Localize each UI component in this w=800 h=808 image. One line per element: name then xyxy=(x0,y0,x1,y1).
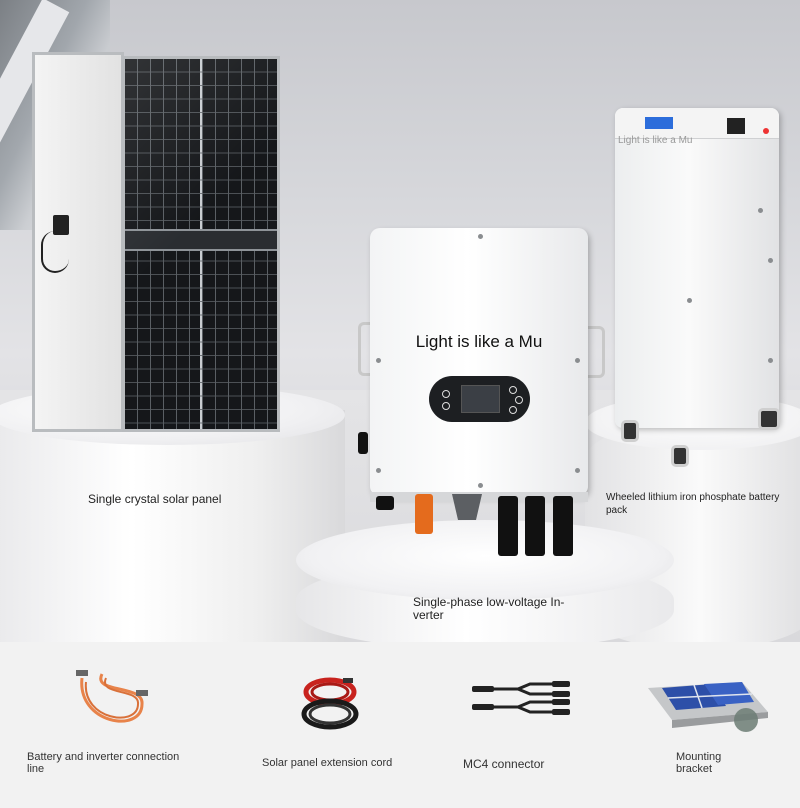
battery-wheel xyxy=(758,408,780,430)
battery-port-panel xyxy=(727,118,745,134)
inverter-image: Light is like a Mu xyxy=(370,228,588,496)
inverter-handle-left xyxy=(358,322,377,376)
battery-screen xyxy=(645,117,673,129)
product-scene: Light is like a Mu Light is like a Mu xyxy=(0,0,800,642)
battery-image: Light is like a Mu xyxy=(615,108,779,428)
accessory-label: Battery and inverter connection line xyxy=(27,751,180,775)
inverter-cable-gland xyxy=(553,496,573,556)
battery-label: Wheeled lithium iron phosphate battery p… xyxy=(606,492,780,516)
accessory-item xyxy=(72,664,162,734)
battery-wheel xyxy=(621,420,639,442)
inverter-cable-gland xyxy=(525,496,545,556)
inverter-cable-gland xyxy=(498,496,518,556)
junction-box xyxy=(53,215,69,235)
battery-wheel xyxy=(671,445,689,467)
inverter-screen xyxy=(461,385,500,413)
panel-cable xyxy=(41,231,69,273)
left-pedestal xyxy=(0,410,345,642)
middle-pedestal-top xyxy=(296,520,674,600)
mounting-bracket-icon xyxy=(648,682,768,732)
battery-indicator xyxy=(763,128,769,134)
red-black-cable-icon xyxy=(301,677,359,730)
mc4-connector-icon xyxy=(472,681,570,715)
accessory-label: MC4 connector xyxy=(463,757,545,771)
inverter-label: Single-phase low-voltage In-verter xyxy=(413,595,565,622)
accessory-item xyxy=(468,678,578,718)
accessory-item xyxy=(642,672,772,738)
solar-panel-back xyxy=(32,52,124,432)
orange-cable-icon xyxy=(76,670,148,723)
inverter-orange-plug xyxy=(415,494,433,534)
accessory-label: Solar panel extension cord xyxy=(262,757,393,769)
inverter-connector xyxy=(376,496,394,510)
solar-panel-image xyxy=(122,56,280,432)
inverter-side-switch xyxy=(358,432,368,454)
inverter-handle-right xyxy=(586,326,605,378)
battery-watermark-text: Light is like a Mu xyxy=(618,135,693,146)
inverter-watermark-text: Light is like a Mu xyxy=(415,332,543,351)
inverter-display xyxy=(429,376,530,422)
accessory-item xyxy=(295,672,365,732)
solar-panel-label: Single crystal solar panel xyxy=(88,492,222,506)
accessory-label: Mounting bracket xyxy=(676,751,722,775)
